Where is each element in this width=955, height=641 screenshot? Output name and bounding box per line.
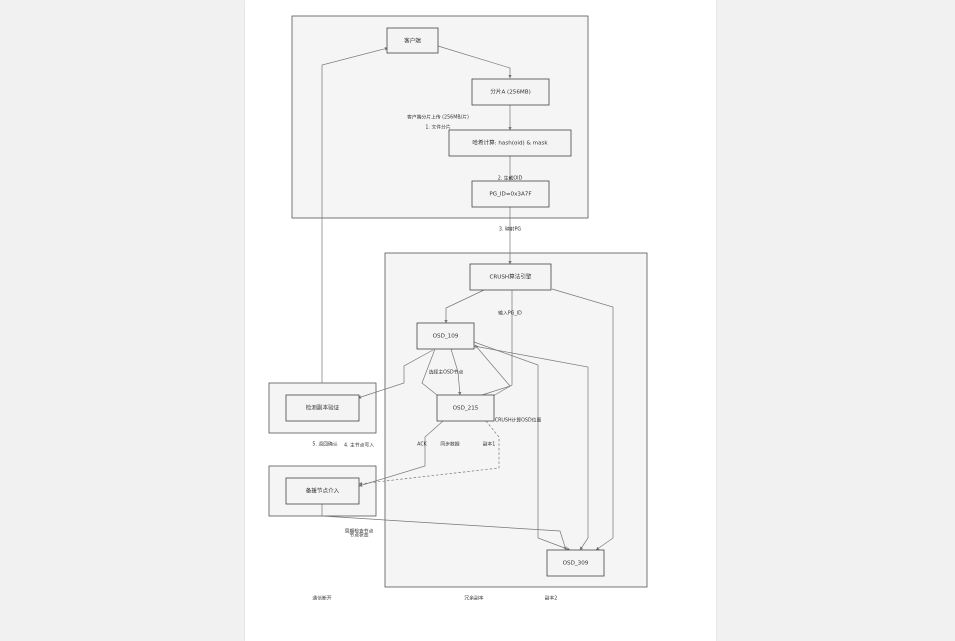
node-verify[interactable] xyxy=(285,394,360,422)
label-crush-calc: CRUSH计算OSD位置 xyxy=(495,417,542,424)
label-select-primary: 选择主OSD节点 xyxy=(429,369,464,376)
edge-osd215-to-standby-dashed xyxy=(358,420,500,486)
node-crush-label: CRUSH算法引擎 xyxy=(489,273,531,281)
edge-crush-to-osd309 xyxy=(551,288,614,551)
node-hash[interactable] xyxy=(448,129,572,157)
node-crush[interactable] xyxy=(469,263,552,291)
label-return-confirm: 5. 返回确认 xyxy=(312,441,337,448)
label-replica1: 副本1 xyxy=(483,441,496,448)
label-map-pg: 3. 映射PG xyxy=(499,226,522,233)
node-osd109[interactable] xyxy=(416,322,475,350)
label-file-shard: 1. 文件分片 xyxy=(425,124,450,131)
label-ack: ACK xyxy=(417,442,428,448)
node-osd309[interactable] xyxy=(546,549,605,577)
edge-osd109-to-osd309-b xyxy=(473,345,589,551)
label-disconnect: 通信断开 xyxy=(312,595,331,602)
node-osd309-label: OSD_309 xyxy=(563,561,589,567)
label-heartbeat-b: 节点状态 xyxy=(349,532,368,539)
edge-osd109-to-osd215 xyxy=(450,348,462,396)
label-input-pg: 输入PG_ID xyxy=(498,310,522,317)
label-gen-oid: 2. 生成OID xyxy=(498,175,523,182)
edge-osd109-to-verify xyxy=(357,349,434,399)
label-dual-replica: 冗余副本 xyxy=(464,595,483,602)
node-shard-label: 分片A (256MB) xyxy=(490,88,531,96)
node-osd215-label: OSD_215 xyxy=(453,406,479,412)
edge-osd109-to-osd309-a xyxy=(473,341,571,551)
node-pgid-label: PG_ID=0x3A7F xyxy=(489,192,531,198)
node-osd109-label: OSD_109 xyxy=(433,334,459,340)
label-upload: 客户端分片上传 (256MB/片) xyxy=(407,114,469,121)
edge-crush-to-osd215 xyxy=(492,290,513,397)
edge-crush-to-osd109 xyxy=(444,289,485,324)
edge-standby-to-osd309 xyxy=(321,504,567,551)
label-replica2: 副本2 xyxy=(545,595,558,602)
label-heartbeat-a: 周期检查节点 xyxy=(345,528,374,535)
label-write-done: 4. 主节点写入 xyxy=(344,442,374,449)
node-standby[interactable] xyxy=(285,477,360,505)
edge-osd215-to-standby xyxy=(358,420,444,487)
node-osd215[interactable] xyxy=(436,394,495,422)
edge-verify-to-client xyxy=(321,47,389,383)
node-client[interactable] xyxy=(386,27,439,54)
node-pgid[interactable] xyxy=(471,180,550,208)
label-sync: 同步数据 xyxy=(440,441,459,448)
node-verify-label: 检测副本验证 xyxy=(306,404,340,412)
edge-osd215-back-osd109 xyxy=(474,344,511,396)
node-shard[interactable] xyxy=(471,78,550,106)
edge-osd109-to-osd215-sync xyxy=(421,348,438,396)
node-client-label: 客户端 xyxy=(404,37,421,45)
node-hash-label: 哈希计算: hash(oid) & mask xyxy=(472,139,548,147)
storage-cluster-group xyxy=(384,252,648,588)
node-standby-label: 备援节点介入 xyxy=(306,487,340,495)
edge-client-to-shard xyxy=(437,45,512,79)
